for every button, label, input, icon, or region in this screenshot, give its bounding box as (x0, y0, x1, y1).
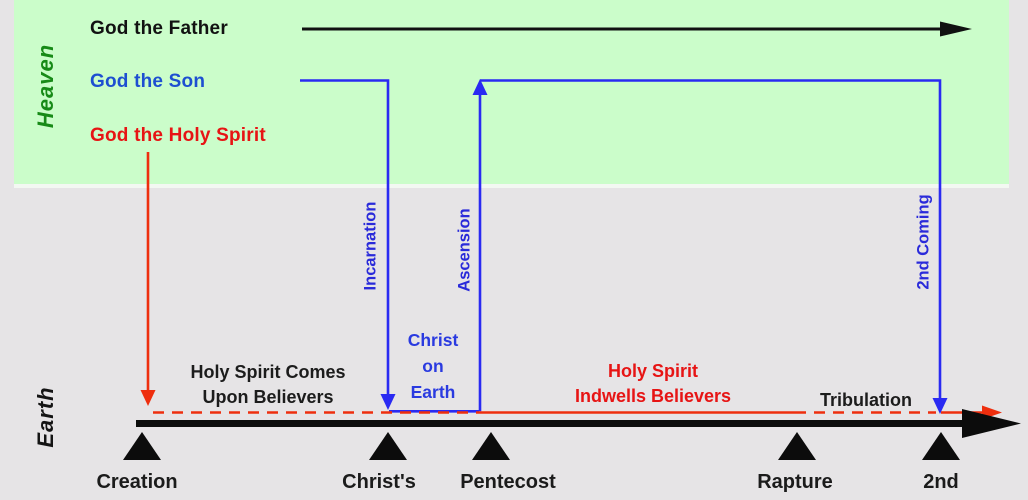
spirit-indwells-note-line1: Holy Spirit (607, 361, 699, 381)
father-arrowhead (940, 21, 972, 37)
earth-timeline-arrowhead (962, 409, 1021, 438)
marker-triangle-pentecost (472, 432, 510, 460)
second-coming-arrowhead (932, 398, 948, 414)
christ-on-earth-note-line2: on (422, 356, 444, 376)
incarnation-arrowhead (380, 394, 396, 410)
marker-triangle-christs (369, 432, 407, 460)
son-line-second-coming (480, 79, 942, 400)
ascension-arrowhead (472, 79, 488, 95)
spirit-descent-arrowhead (140, 390, 156, 406)
spirit-upon-note-line2: Upon Believers (202, 387, 334, 407)
earth-timeline-bar (136, 420, 984, 427)
son-line-incarnation (300, 79, 390, 396)
marker-label-pentecost: Pentecost (460, 471, 556, 493)
god-the-holy-spirit-label: God the Holy Spirit (90, 125, 266, 146)
tribulation-note: Tribulation (820, 390, 912, 410)
christ-on-earth-note: Christ on Earth (408, 327, 459, 405)
heaven-region-label: Heaven (33, 43, 58, 129)
second-coming-label: 2nd Coming (914, 194, 933, 290)
marker-label-second: 2nd (923, 471, 959, 493)
marker-label-creation: Creation (96, 471, 178, 493)
spirit-indwells-believers-note: Holy Spirit Indwells Believers (575, 359, 731, 409)
god-the-son-label: God the Son (90, 71, 206, 92)
marker-triangle-rapture (778, 432, 816, 460)
spirit-indwells-note-line2: Indwells Believers (574, 386, 732, 406)
christ-on-earth-note-line3: Earth (410, 382, 456, 402)
incarnation-label: Incarnation (361, 201, 380, 291)
marker-triangle-second (922, 432, 960, 460)
christ-on-earth-note-line1: Christ (407, 330, 459, 350)
heaven-region (14, 0, 1009, 184)
spirit-comes-upon-believers-note: Holy Spirit Comes Upon Believers (190, 360, 345, 410)
spirit-upon-note-line1: Holy Spirit Comes (190, 362, 346, 382)
ascension-label: Ascension (455, 208, 474, 292)
marker-label-rapture: Rapture (757, 471, 833, 493)
god-the-father-label: God the Father (90, 18, 228, 39)
earth-region-label: Earth (33, 386, 58, 448)
marker-label-christs: Christ's (342, 471, 416, 493)
marker-triangle-creation (123, 432, 161, 460)
